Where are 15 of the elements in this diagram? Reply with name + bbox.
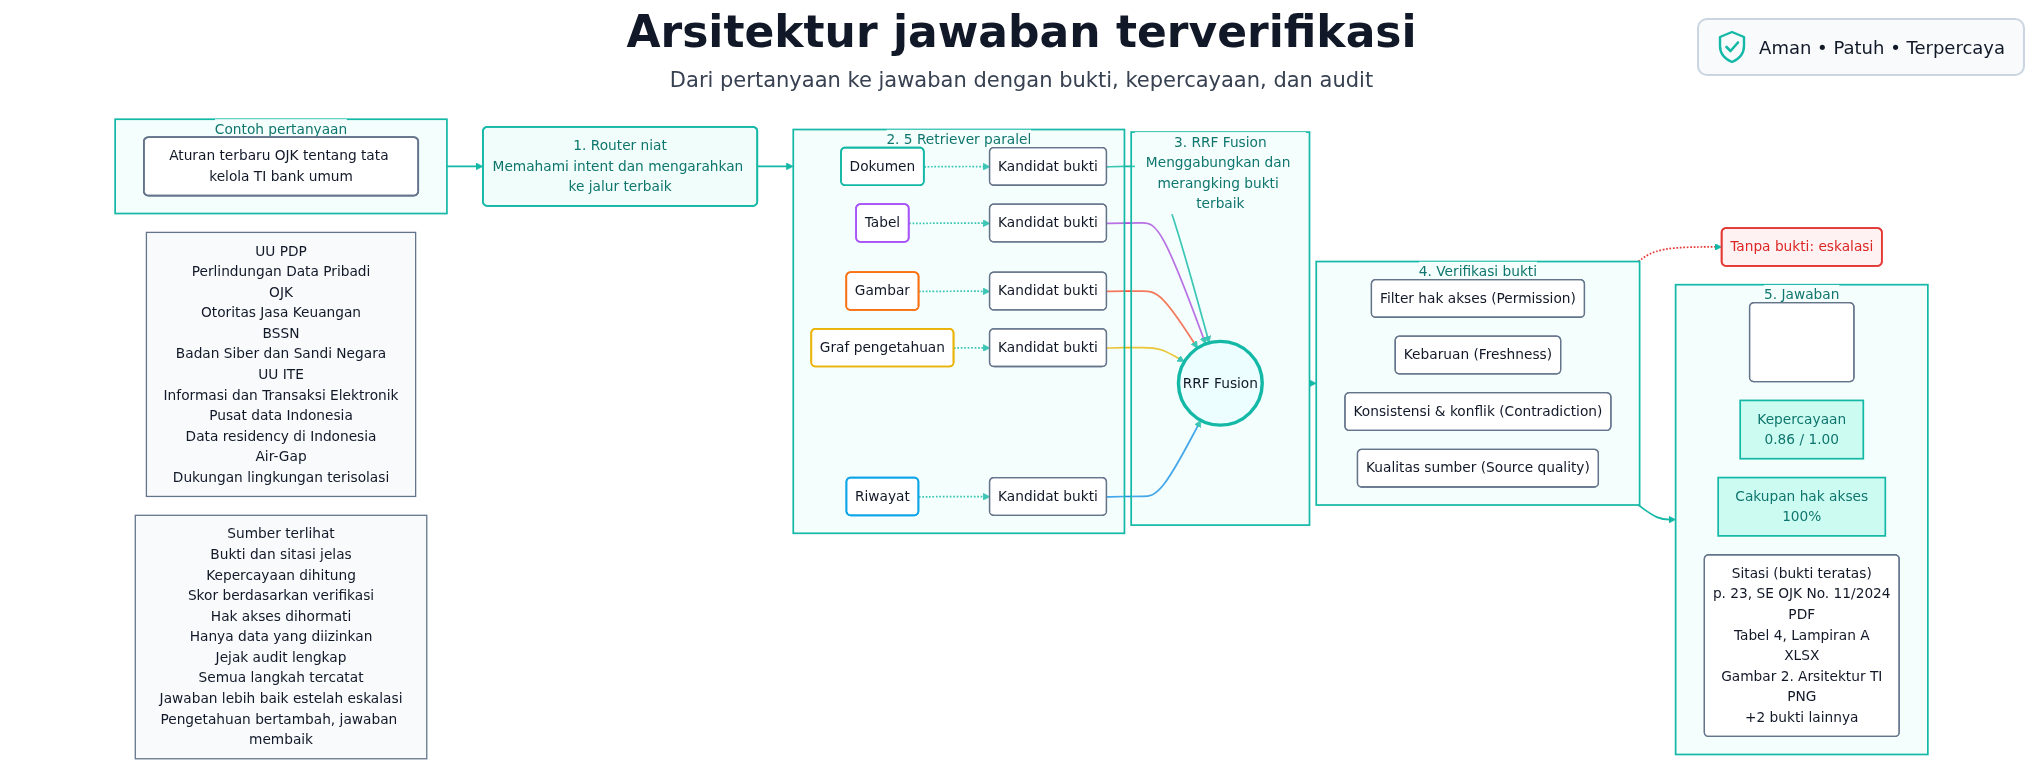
title: Arsitektur jawaban terverifikasi	[626, 6, 1417, 57]
node-box: Kepercayaan 0.86 / 1.00	[1739, 399, 1865, 460]
node-box: UU PDP Perlindungan Data Pribadi OJK Otoritas Jasa Keuangan BSSN Badan Siber dan Sandi Negara UU ITE Informasi dan Transaksi Elektronik Pusat data Indonesia Data residency di Indonesia Air-Gap Dukungan lingkungan terisolasi	[145, 231, 417, 498]
arrow	[1308, 379, 1317, 388]
subtitle: Dari pertanyaan ke jawaban dengan bukti, kepercayaan, dan audit	[669, 68, 1374, 92]
node-circle: RRF Fusion	[1176, 339, 1264, 427]
node-box: Cakupan hak akses 100%	[1717, 476, 1887, 537]
arrow	[1106, 290, 1198, 349]
arrow	[1106, 346, 1185, 363]
arrow	[1106, 419, 1202, 498]
arrow	[1637, 243, 1722, 263]
arrow	[1106, 222, 1207, 345]
node-box: Sumber terlihat Bukti dan sitasi jelas Kepercayaan dihitung Skor berdasarkan verifikasi Hak akses dihormati Hanya data yang diizinkan Jejak audit lengkap Semua langkah tercatat Jawaban lebih baik estelah eskalasi Pengetahuan bertambah, jawaban membaik	[134, 514, 428, 760]
tagline: Aman • Patuh • Terpercaya	[1759, 36, 2005, 58]
arrow	[1637, 504, 1676, 524]
